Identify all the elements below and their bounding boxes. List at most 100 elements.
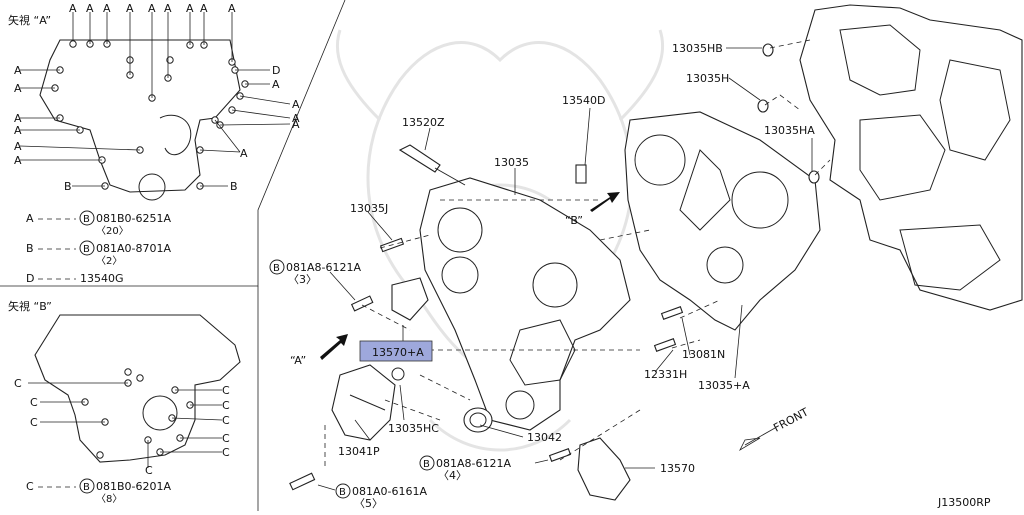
o-ring-13035hc bbox=[391, 367, 405, 381]
callout-a: A bbox=[164, 2, 172, 15]
bolt-symbol bbox=[79, 240, 95, 256]
callout-b: B bbox=[64, 180, 72, 193]
callout-c: C bbox=[222, 414, 230, 427]
bolt-symbol bbox=[335, 483, 351, 499]
view-b-arrow bbox=[590, 192, 620, 212]
callout-a: A bbox=[103, 2, 111, 15]
part-label-081a8-6121a[interactable]: 081A8-6121A bbox=[286, 261, 361, 274]
legend-key: D bbox=[26, 272, 34, 285]
part-label-qty[interactable]: 〈3〉 bbox=[288, 273, 317, 286]
bolt-081a8-b bbox=[548, 448, 572, 462]
part-label-081a0-6161a[interactable]: 081A0-6161A bbox=[352, 485, 427, 498]
part-label-13035a[interactable]: 13035+A bbox=[698, 379, 750, 392]
part-label-13041p[interactable]: 13041P bbox=[338, 445, 380, 458]
bolt-point bbox=[69, 40, 77, 48]
callout-a: A bbox=[14, 64, 22, 77]
oil-seal bbox=[463, 407, 493, 433]
callout-c: C bbox=[222, 432, 230, 445]
callout-c: C bbox=[222, 384, 230, 397]
front-label: FRONT bbox=[771, 405, 811, 434]
legend-key: A bbox=[26, 212, 34, 225]
highlighted-part-box[interactable] bbox=[359, 340, 433, 362]
part-label-13042[interactable]: 13042 bbox=[527, 431, 562, 444]
bolt-point bbox=[124, 368, 132, 376]
callout-a: A bbox=[14, 124, 22, 137]
water-pump-cover bbox=[331, 364, 405, 441]
part-label-13035j[interactable]: 13035J bbox=[350, 202, 388, 215]
rear-timing-case bbox=[624, 111, 821, 331]
bolt-symbol bbox=[79, 478, 95, 494]
callout-a: A bbox=[69, 2, 77, 15]
part-label-13035hc[interactable]: 13035HC bbox=[388, 422, 439, 435]
legend-qty: 〈20〉 bbox=[96, 225, 129, 237]
part-label-13035h[interactable]: 13035H bbox=[686, 72, 729, 85]
callout-a: A bbox=[272, 78, 280, 91]
part-label-13081n[interactable]: 13081N bbox=[682, 348, 725, 361]
callout-a: A bbox=[14, 154, 22, 167]
callout-a: A bbox=[14, 140, 22, 153]
o-ring-13035hb bbox=[762, 43, 774, 57]
bolt-point bbox=[96, 451, 104, 459]
part-label-qty[interactable]: 〈5〉 bbox=[354, 497, 383, 510]
bolt-prefix: B bbox=[83, 482, 90, 493]
part-label-13540d[interactable]: 13540D bbox=[562, 94, 605, 107]
bolt-13540d bbox=[575, 164, 587, 184]
callout-c: C bbox=[222, 446, 230, 459]
bolt-prefix: B bbox=[83, 244, 90, 255]
view-a-arrow bbox=[320, 334, 348, 360]
callout-c: C bbox=[30, 416, 38, 429]
view-b-label: “B” bbox=[565, 214, 583, 227]
legend-key: C bbox=[26, 480, 34, 493]
inset-b-title: 矢視 “B” bbox=[8, 299, 52, 313]
diagram-id: J13500RP bbox=[937, 496, 991, 509]
legend-code: 081A0-8701A bbox=[96, 242, 171, 255]
crank-hole-b bbox=[142, 395, 178, 431]
part-label-13570[interactable]: 13570 bbox=[660, 462, 695, 475]
view-a-label: “A” bbox=[290, 354, 306, 367]
bolt-prefix: B bbox=[83, 214, 90, 225]
callout-b: B bbox=[230, 180, 238, 193]
bolt-prefix: B bbox=[339, 487, 346, 498]
front-timing-cover bbox=[419, 177, 631, 431]
callout-c: C bbox=[222, 399, 230, 412]
bolt-symbol bbox=[79, 210, 95, 226]
inset-a-title: 矢視 “A” bbox=[8, 13, 51, 27]
sensor bbox=[398, 144, 441, 173]
bolt-point bbox=[136, 374, 144, 382]
bolt-point bbox=[166, 56, 174, 64]
callout-c: C bbox=[30, 396, 38, 409]
bolt-081a0 bbox=[289, 472, 316, 491]
part-label-13035hb[interactable]: 13035HB bbox=[672, 42, 723, 55]
legend-code: 13540G bbox=[80, 272, 124, 285]
gasket-13570 bbox=[577, 437, 631, 501]
callout-c: C bbox=[145, 464, 153, 477]
bolt-prefix: B bbox=[273, 263, 280, 274]
front-arrow bbox=[739, 427, 776, 452]
part-label-13035ha[interactable]: 13035HA bbox=[764, 124, 815, 137]
engine-block bbox=[799, 4, 1023, 311]
dowel-12331h bbox=[653, 338, 677, 352]
part-label-13520z[interactable]: 13520Z bbox=[402, 116, 445, 129]
callout-a: A bbox=[200, 2, 208, 15]
part-label-081a8-6121a-b[interactable]: 081A8-6121A bbox=[436, 457, 511, 470]
callout-a: A bbox=[186, 2, 194, 15]
o-ring-13035h bbox=[757, 99, 769, 113]
part-label-qty[interactable]: 〈4〉 bbox=[438, 469, 467, 482]
part-label-13570a[interactable]: 13570+A bbox=[372, 346, 424, 359]
part-label-13035[interactable]: 13035 bbox=[494, 156, 529, 169]
callout-a: A bbox=[148, 2, 156, 15]
dowel-13081n bbox=[660, 306, 684, 320]
callout-a: A bbox=[14, 112, 22, 125]
bolt-symbol bbox=[269, 259, 285, 275]
callout-a: A bbox=[292, 112, 300, 125]
gasket-small bbox=[391, 277, 429, 321]
legend-qty: 〈2〉 bbox=[96, 255, 122, 267]
callout-d: D bbox=[272, 64, 280, 77]
legend-code: 081B0-6251A bbox=[96, 212, 172, 225]
callout-a: A bbox=[228, 2, 236, 15]
part-label-12331h[interactable]: 12331H bbox=[644, 368, 687, 381]
